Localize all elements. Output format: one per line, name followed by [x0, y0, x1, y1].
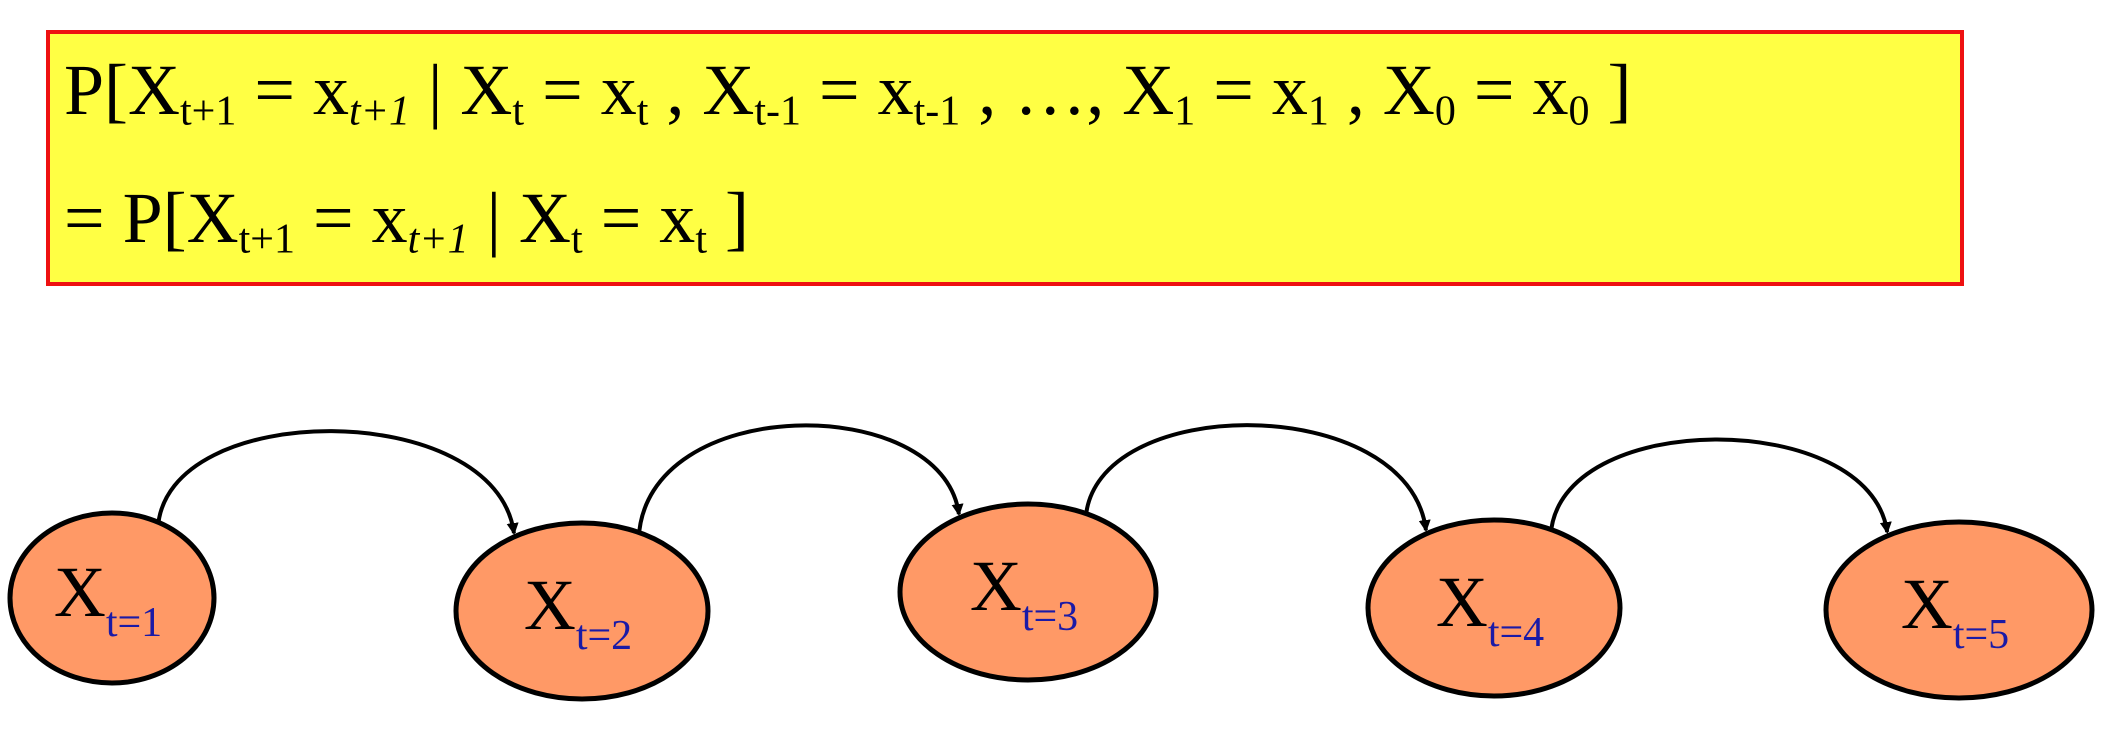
formula-line-2: = P[Xt+1 = xt+1 | Xt = xt ]: [64, 182, 749, 261]
formula-text: P[X: [64, 50, 181, 130]
state-node-t=2: Xt=2: [453, 520, 711, 702]
state-variable: X: [1901, 564, 1953, 644]
state-node-t=3: Xt=3: [897, 501, 1159, 683]
formula-subscript: t+1: [348, 88, 410, 135]
markov-property-formula-box: P[Xt+1 = xt+1 | Xt = xt , Xt-1 = xt-1 , …: [46, 30, 1964, 286]
state-node-label: Xt=4: [1436, 562, 1544, 656]
formula-subscript: t-1: [754, 88, 802, 135]
formula-subscript: 0: [1568, 88, 1590, 135]
state-node-label: Xt=1: [54, 552, 162, 646]
formula-text: = x: [582, 178, 696, 258]
state-time-subscript: t=5: [1953, 612, 2009, 658]
state-time-subscript: t=1: [106, 600, 162, 646]
formula-subscript: t+1: [407, 216, 469, 263]
state-node-t=4: Xt=4: [1365, 517, 1623, 699]
formula-subscript: t: [571, 216, 583, 263]
formula-text: = x: [294, 178, 408, 258]
formula-subscript: 1: [1307, 88, 1329, 135]
formula-text: , X: [1328, 50, 1435, 130]
state-node-ellipse: [1823, 519, 2095, 701]
formula-text: , X: [648, 50, 755, 130]
state-node-t=5: Xt=5: [1823, 519, 2095, 701]
formula-subscript: t+1: [238, 216, 295, 263]
transition-edges: [155, 423, 1892, 539]
formula-text: = x: [1455, 50, 1569, 130]
formula-text: | X: [410, 50, 513, 130]
transition-arrow-t=1-to-t=2: [155, 429, 519, 536]
state-node-ellipse: [1365, 517, 1623, 699]
state-node-ellipse: [897, 501, 1159, 683]
formula-text: ]: [706, 178, 749, 258]
formula-text: = x: [236, 50, 349, 130]
state-time-subscript: t=2: [576, 613, 632, 659]
formula-subscript: t: [695, 216, 707, 263]
formula-subscript: t: [636, 88, 649, 135]
state-time-subscript: t=4: [1488, 610, 1544, 656]
transition-arrow-t=4-to-t=5: [1548, 437, 1892, 536]
state-variable: X: [54, 552, 106, 632]
state-variable: X: [1436, 562, 1488, 642]
formula-text: = x: [801, 50, 914, 130]
formula-text: = P[X: [64, 178, 239, 258]
state-node-ellipse: [7, 510, 217, 686]
state-node-label: Xt=2: [524, 565, 632, 659]
state-node-label: Xt=5: [1901, 564, 2009, 658]
state-variable: X: [524, 565, 576, 645]
transition-arrow-t=3-to-t=4: [1083, 423, 1431, 533]
formula-subscript: 1: [1174, 88, 1196, 135]
formula-text: , …, X: [960, 50, 1175, 130]
formula-line-1: P[Xt+1 = xt+1 | Xt = xt , Xt-1 = xt-1 , …: [64, 54, 1632, 133]
state-node-label: Xt=3: [970, 546, 1078, 640]
formula-text: = x: [524, 50, 637, 130]
formula-subscript: t-1: [913, 88, 961, 135]
formula-text: = x: [1195, 50, 1308, 130]
state-node-ellipse: [453, 520, 711, 702]
formula-subscript: 0: [1434, 88, 1456, 135]
formula-subscript: t: [512, 88, 525, 135]
formula-text: ]: [1589, 50, 1632, 130]
transition-arrow-t=2-to-t=3: [636, 423, 964, 539]
formula-text: | X: [468, 178, 572, 258]
formula-subscript: t+1: [180, 88, 237, 135]
state-variable: X: [970, 546, 1022, 626]
state-node-t=1: Xt=1: [7, 510, 217, 686]
state-time-subscript: t=3: [1022, 594, 1078, 640]
